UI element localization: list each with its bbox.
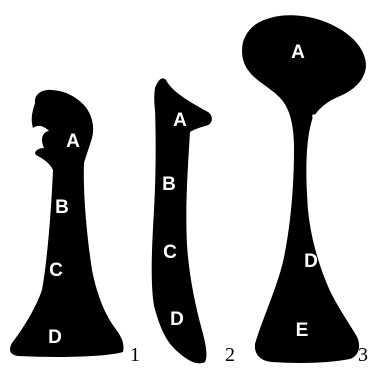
bone-1-silhouette (10, 90, 124, 357)
bone-3-silhouette (242, 15, 366, 363)
figure-1-label-a: A (66, 131, 80, 152)
figure-2-label-a: A (173, 110, 187, 131)
figure-3-number: 3 (358, 344, 368, 366)
figure-3-label-a: A (291, 42, 305, 63)
figure-3-label-d: D (304, 251, 318, 272)
figure-3-label-e: E (296, 320, 309, 341)
figure-2-label-b: B (162, 174, 176, 195)
figure-1-number: 1 (130, 344, 140, 366)
figure-2-label-d: D (170, 309, 184, 330)
figure-2-label-c: C (163, 242, 177, 263)
figure-1-label-c: C (49, 260, 63, 281)
figure-1-label-d: D (48, 327, 62, 348)
bone-3-highlight (327, 125, 337, 129)
figure-1-label-b: B (55, 197, 69, 218)
figure-2-number: 2 (225, 344, 235, 366)
figure-3-label-b: B (311, 112, 325, 133)
figure-3-label-c: C (309, 181, 323, 202)
